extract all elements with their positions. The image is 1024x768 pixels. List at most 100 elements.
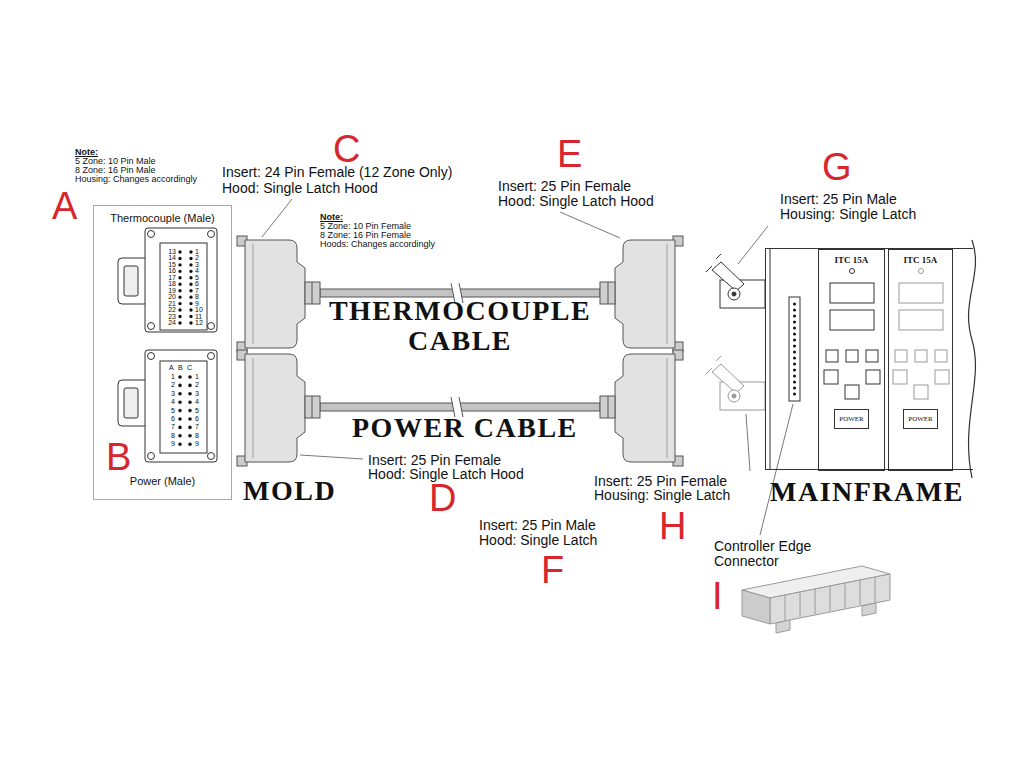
key-button bbox=[846, 350, 858, 362]
pin-dots bbox=[178, 252, 181, 324]
part-face bbox=[742, 590, 770, 624]
cable-title: POWER CABLE bbox=[352, 413, 578, 443]
power-cable bbox=[237, 350, 683, 466]
controller-module: ITC 15APOWER bbox=[818, 249, 885, 471]
key-button bbox=[866, 350, 878, 362]
hood-body bbox=[615, 354, 675, 462]
latch-hook bbox=[706, 356, 721, 374]
connector-housing bbox=[145, 228, 217, 332]
pin-number: 2 bbox=[162, 381, 175, 389]
leader-line bbox=[300, 455, 363, 459]
pin-number: 9 bbox=[195, 440, 199, 448]
leader-line bbox=[738, 226, 768, 264]
pin-number: 6 bbox=[162, 415, 175, 423]
connector-insert bbox=[160, 243, 207, 330]
spec-text: Hood: Single Latch bbox=[479, 533, 597, 548]
node-label: MAINFRAME bbox=[770, 477, 964, 507]
screw bbox=[148, 231, 155, 238]
status-led bbox=[919, 269, 924, 274]
cable-gland bbox=[608, 282, 609, 304]
pin-number: B bbox=[178, 364, 183, 372]
note-text: 5 Zone: 10 Pin Female bbox=[320, 222, 411, 231]
spec-text: Housing: Single Latch bbox=[780, 207, 916, 222]
spec-text: Insert: 25 Pin Female bbox=[498, 179, 631, 194]
latch-pivot bbox=[728, 390, 740, 402]
note-heading: Note: bbox=[320, 213, 343, 222]
connector-insert bbox=[160, 361, 207, 453]
cable-title: THERMOCOUPLE CABLE bbox=[310, 296, 610, 356]
callout-letter: B bbox=[106, 438, 131, 476]
power-connector bbox=[118, 350, 217, 462]
pin-number: 4 bbox=[195, 398, 199, 406]
leader-line bbox=[560, 212, 620, 238]
callout-letter: G bbox=[822, 148, 852, 186]
cable-hood bbox=[237, 350, 320, 466]
pin-number: 5 bbox=[162, 407, 175, 415]
power-button: POWER bbox=[834, 409, 869, 429]
latch-pivot bbox=[732, 292, 736, 296]
key-button bbox=[914, 385, 928, 399]
display-window bbox=[899, 310, 943, 330]
part-tab bbox=[776, 620, 790, 633]
edge-connector-part bbox=[742, 566, 890, 633]
spec-text: Hood: Single Latch Hood bbox=[498, 194, 654, 209]
pin-number: 1 bbox=[195, 373, 199, 381]
screw bbox=[208, 231, 215, 238]
display-window bbox=[830, 283, 874, 303]
cable-gland bbox=[312, 396, 313, 418]
screw bbox=[208, 353, 215, 360]
cable-gland bbox=[608, 396, 609, 418]
pin-number: 12 bbox=[195, 319, 203, 327]
latch-lever bbox=[118, 258, 148, 304]
hood-body bbox=[245, 354, 305, 462]
pin-number: 8 bbox=[195, 432, 199, 440]
note-text: 8 Zone: 16 Pin Female bbox=[320, 231, 411, 240]
node-label: POWER bbox=[835, 415, 868, 423]
pin-number: 4 bbox=[162, 398, 175, 406]
key-button bbox=[915, 350, 927, 362]
pin-number: 8 bbox=[162, 432, 175, 440]
display-window bbox=[830, 310, 874, 330]
module-panel bbox=[893, 269, 949, 400]
part-slot bbox=[785, 577, 875, 620]
node-label: Thermocouple (Male) bbox=[94, 212, 231, 225]
screw bbox=[208, 453, 215, 460]
note-text: Hoods: Changes accordingly bbox=[320, 240, 435, 249]
pin-number: 24 bbox=[163, 319, 176, 327]
display-window bbox=[899, 283, 943, 303]
cable-hood bbox=[600, 350, 683, 466]
pin-number: 3 bbox=[162, 390, 175, 398]
node-label: Power (Male) bbox=[94, 475, 231, 488]
hood-shade bbox=[667, 358, 668, 458]
leader-line bbox=[746, 414, 750, 471]
housing-latch bbox=[706, 356, 765, 410]
screw bbox=[148, 323, 155, 330]
hood-shade bbox=[667, 244, 668, 344]
thermocouple-connector bbox=[118, 228, 217, 332]
edge-connector-bar bbox=[789, 297, 800, 401]
spec-text: Insert: 25 Pin Female bbox=[594, 474, 727, 489]
pin-dots bbox=[188, 377, 192, 445]
housing-latch bbox=[706, 254, 765, 308]
leader-line bbox=[262, 199, 292, 237]
pin-dots bbox=[178, 377, 182, 445]
status-led bbox=[850, 269, 855, 274]
note-text: 8 Zone: 16 Pin Male bbox=[75, 166, 156, 175]
part-face bbox=[770, 574, 890, 624]
key-button bbox=[893, 370, 907, 384]
callout-letter: H bbox=[659, 507, 686, 545]
note-text: 5 Zone: 10 Pin Male bbox=[75, 157, 156, 166]
key-button bbox=[824, 370, 838, 384]
latch-hook bbox=[706, 254, 721, 272]
pin-number: 1 bbox=[162, 373, 175, 381]
key-button bbox=[935, 350, 947, 362]
pin-number: 9 bbox=[162, 440, 175, 448]
latch-lever bbox=[124, 388, 138, 418]
hood-body bbox=[245, 240, 305, 348]
pin-number: 5 bbox=[195, 407, 199, 415]
key-button bbox=[935, 370, 949, 384]
callout-letter: I bbox=[712, 577, 723, 615]
key-button bbox=[845, 385, 859, 399]
